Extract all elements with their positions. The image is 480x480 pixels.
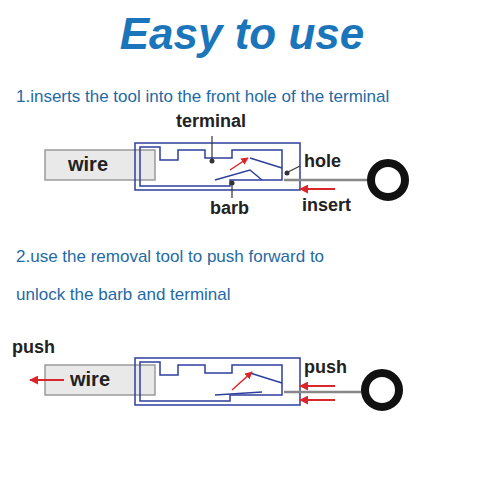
action-label: insert [302,196,351,216]
tool-pin [284,179,368,182]
part-label: hole [304,152,341,172]
part-label: terminal [176,112,246,132]
action-label: push [304,358,347,378]
tool-ring [371,163,405,197]
push-arrow [300,399,335,401]
push-arrow [300,385,335,387]
page-title: Easy to use [2,10,480,58]
barb [215,392,262,395]
housing-outline [135,143,300,190]
action-label: push [12,338,55,358]
part-label: barb [210,199,249,219]
terminal-outline [140,147,282,186]
housing-outline [135,358,300,405]
insert-arrow [300,188,335,190]
leader-dot [230,181,235,186]
step-text: 2.use the removal tool to push forward t… [16,238,361,314]
leader-line [288,166,300,172]
flex-arrow [232,372,252,390]
leader-dot [285,171,290,176]
terminal-figure-1 [45,136,405,198]
contact-spring [250,373,282,383]
barb [215,170,262,180]
tool-pin [284,391,362,394]
part-label: wire [70,368,110,390]
part-label: wire [68,153,108,175]
step-text: 1.inserts the tool into the front hole o… [16,88,389,107]
terminal-figure-2 [30,358,399,407]
flex-arrow [230,158,248,170]
pull-arrow [30,379,64,381]
leader-line [211,136,212,160]
leader-line [231,184,232,198]
tool-ring [365,373,399,407]
leader-dot [210,159,215,164]
wire-body [45,150,155,180]
terminal-outline [140,362,282,401]
contact-spring [250,158,282,168]
